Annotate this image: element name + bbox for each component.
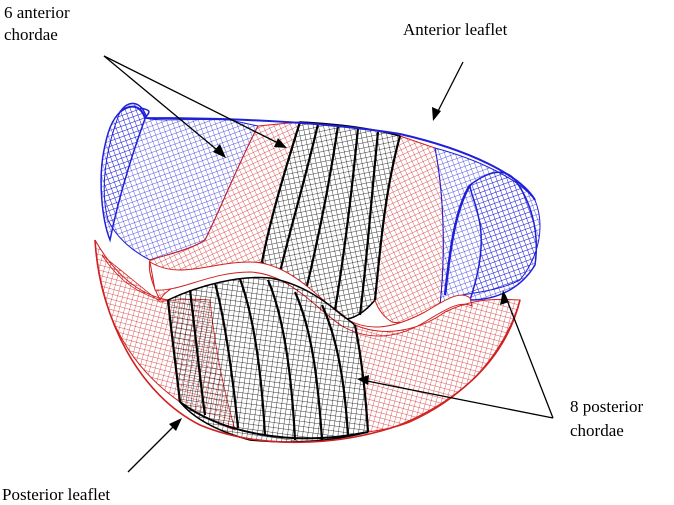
arrow-anterior-chordae-1 bbox=[103, 55, 223, 155]
arrowhead-anterior-chordae-2 bbox=[274, 138, 287, 148]
label-posterior-chordae-line1: 8 posterior bbox=[570, 397, 644, 416]
annotation-arrows bbox=[103, 55, 554, 473]
arrow-anterior-leaflet bbox=[434, 61, 464, 118]
arrowhead-posterior-leaflet bbox=[169, 418, 182, 431]
left-commissure-mesh bbox=[100, 102, 147, 243]
arrow-posterior-leaflet bbox=[127, 421, 179, 473]
label-posterior-chordae-line2: chordae bbox=[570, 421, 624, 440]
right-commissure-mesh bbox=[443, 171, 538, 301]
arrow-posterior-chordae-2 bbox=[504, 294, 554, 419]
arrowhead-anterior-leaflet bbox=[432, 107, 441, 121]
arrow-posterior-chordae-1 bbox=[361, 379, 554, 419]
posterior-leaflet-mesh bbox=[94, 239, 521, 444]
label-anterior-chordae-line2: chordae bbox=[4, 25, 58, 44]
arrowhead-posterior-chordae-2 bbox=[500, 290, 509, 305]
arrowhead-posterior-chordae-1 bbox=[357, 375, 369, 385]
label-anterior-chordae-line1: 6 anterior bbox=[4, 3, 70, 22]
arrowheads bbox=[169, 107, 509, 431]
arrow-anterior-chordae-2 bbox=[103, 55, 283, 146]
arrowhead-anterior-chordae-1 bbox=[213, 144, 226, 158]
label-anterior-leaflet: Anterior leaflet bbox=[403, 20, 508, 39]
label-posterior-leaflet: Posterior leaflet bbox=[2, 485, 110, 504]
